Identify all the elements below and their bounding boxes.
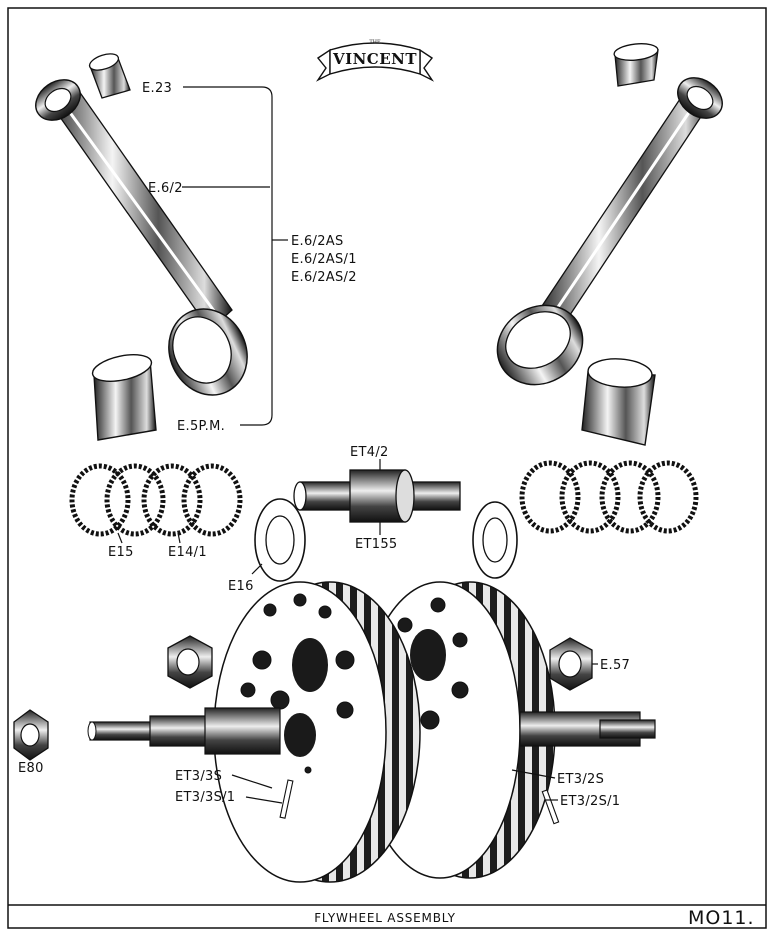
- roller-bearings-left: [69, 463, 243, 537]
- nut-e80: [13, 709, 49, 761]
- label-e6-2: E.6/2: [148, 181, 183, 196]
- thrust-washer-left: [254, 498, 306, 582]
- label-e6-2as2: E.6/2AS/2: [291, 270, 357, 285]
- label-e5pm: E.5P.M.: [177, 419, 225, 434]
- mainshaft-left: [87, 707, 281, 755]
- drawing-reference: MO11.: [688, 907, 755, 929]
- key-right: [541, 789, 560, 825]
- label-et4-2: ET4/2: [350, 445, 389, 460]
- label-e80: E80: [18, 761, 44, 776]
- connecting-rod-right: [496, 77, 723, 386]
- label-et3-3s: ET3/3S: [175, 769, 222, 784]
- nut-e57-left: [167, 635, 213, 689]
- leader-lines-rod: [182, 86, 288, 426]
- label-e16: E16: [228, 579, 254, 594]
- drawing-title: FLYWHEEL ASSEMBLY: [314, 911, 456, 925]
- label-e15: E15: [108, 545, 134, 560]
- label-et3-2s: ET3/2S: [557, 772, 604, 787]
- big-end-liner-left: [91, 354, 157, 441]
- label-e14-1: E14/1: [168, 545, 207, 560]
- nut-e57-right: [549, 637, 593, 691]
- label-et3-3s1: ET3/3S/1: [175, 790, 235, 805]
- connecting-rod-left: [35, 79, 248, 396]
- crankpin: [293, 469, 461, 523]
- label-e57: E.57: [600, 658, 630, 673]
- small-end-bush-right: [613, 43, 659, 87]
- label-e6-2as1: E.6/2AS/1: [291, 252, 357, 267]
- logo-name: VINCENT: [332, 50, 417, 68]
- vincent-logo: THE VINCENT: [315, 39, 435, 82]
- label-et155: ET155: [355, 537, 397, 552]
- big-end-liner-right: [581, 358, 656, 446]
- label-e6-2as: E.6/2AS: [291, 234, 344, 249]
- mainshaft-right: [519, 711, 656, 747]
- label-et3-2s1: ET3/2S/1: [560, 794, 620, 809]
- thrust-washer-right: [472, 501, 518, 579]
- key-left: [279, 779, 294, 819]
- roller-bearings-right: [519, 460, 699, 534]
- page-border: [7, 7, 767, 929]
- small-end-bush-left: [88, 53, 131, 99]
- label-e23: E.23: [142, 81, 172, 96]
- logo-the: THE: [369, 39, 381, 45]
